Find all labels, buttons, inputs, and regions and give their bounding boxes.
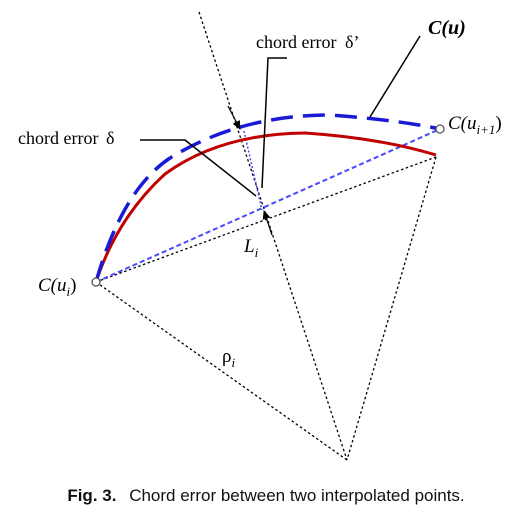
delta-prime-label-text: chord error: [256, 32, 336, 52]
delta-prime-leader: [261, 57, 287, 189]
delta-symbol: δ: [106, 128, 114, 148]
chord-length-label: Li: [243, 236, 259, 260]
point-end-label: C(ui+1): [448, 113, 502, 137]
radius-text: ρ: [222, 346, 231, 367]
arrow-top: [227, 105, 241, 130]
delta-leader: [140, 139, 257, 197]
point-start-text: C(u: [38, 275, 67, 296]
curve-label: C(u): [428, 17, 466, 39]
figure-caption: Fig. 3. Chord error between two interpol…: [0, 486, 532, 506]
chord-length-text: L: [243, 236, 255, 257]
actual-arc: [94, 131, 437, 283]
point-start-marker: [91, 277, 101, 287]
figure-number: Fig. 3.: [67, 486, 117, 505]
delta-label-text: chord error: [18, 128, 98, 148]
curve-c-u: [94, 113, 441, 283]
radius-label: ρi: [222, 346, 235, 370]
chord-length-sub: i: [255, 245, 259, 260]
delta-label: chord error δ: [18, 128, 114, 148]
curve-label-leader: [369, 35, 421, 118]
diagram-canvas: C(u) chord error δ’ chord error δ C(ui) …: [18, 11, 502, 461]
arrow-bottom: [262, 210, 273, 236]
point-start-paren: ): [70, 275, 76, 296]
radius-line-start: [95, 281, 348, 461]
point-end-paren: ): [495, 113, 501, 134]
delta-prime-label: chord error δ’: [256, 32, 359, 52]
radius-line-end: [346, 156, 437, 461]
point-end-marker: [435, 124, 445, 134]
caption-text: Chord error between two interpolated poi…: [129, 486, 465, 505]
delta-prime-symbol: δ’: [345, 32, 359, 52]
point-end-sub: i+1: [477, 122, 496, 137]
normal-line: [198, 11, 348, 461]
delta-prime-line: [243, 130, 263, 211]
point-end-text: C(u: [448, 113, 477, 134]
chord-black: [95, 156, 437, 283]
point-start-label: C(ui): [38, 275, 76, 299]
radius-sub: i: [231, 355, 235, 370]
point-start-sub: i: [67, 284, 71, 299]
chord-blue: [95, 128, 441, 283]
